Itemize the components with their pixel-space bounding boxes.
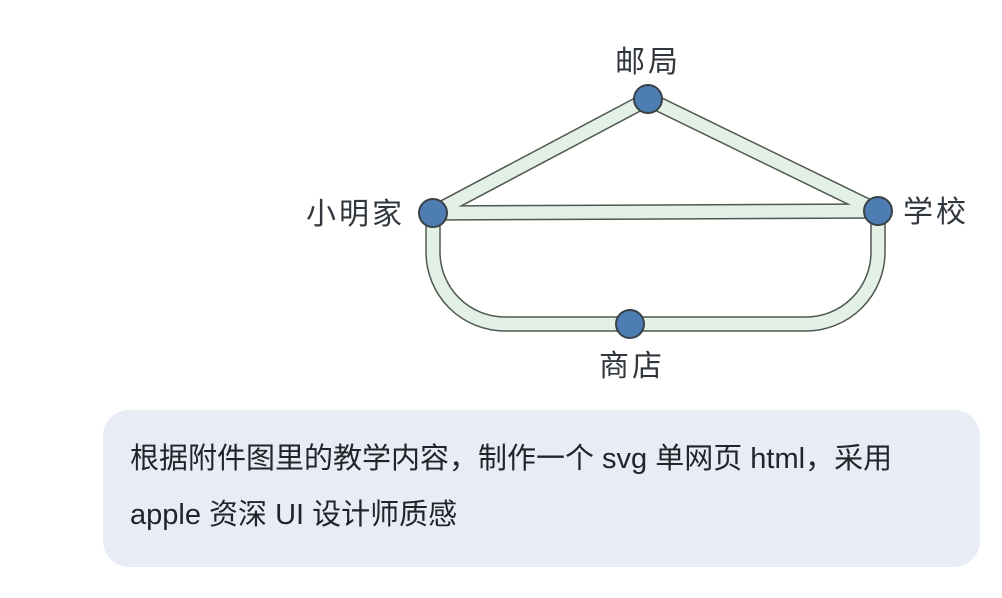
- map-labels: 邮局 小明家 学校 商店: [306, 45, 969, 384]
- user-message-bubble: 根据附件图里的教学内容，制作一个 svg 单网页 html，采用 apple 资…: [103, 410, 980, 567]
- node-school: [863, 196, 893, 226]
- label-xiaoming-home: 小明家: [306, 197, 405, 232]
- node-xiaoming-home: [418, 198, 448, 228]
- label-shop: 商店: [599, 349, 665, 384]
- road-home-to-post-office: [430, 93, 651, 219]
- road-home-to-school: [432, 204, 879, 220]
- map-nodes: [418, 84, 893, 339]
- node-post-office: [633, 84, 663, 114]
- road-loop-via-shop: [426, 211, 885, 331]
- node-shop: [615, 309, 645, 339]
- label-school: 学校: [903, 195, 969, 230]
- road-post-office-to-school: [645, 93, 881, 217]
- road-loop-via-shop-casing: [425, 211, 886, 332]
- user-message-text: 根据附件图里的教学内容，制作一个 svg 单网页 html，采用 apple 资…: [130, 443, 893, 531]
- road-surfaces: [426, 93, 885, 331]
- label-post-office: 邮局: [615, 45, 681, 80]
